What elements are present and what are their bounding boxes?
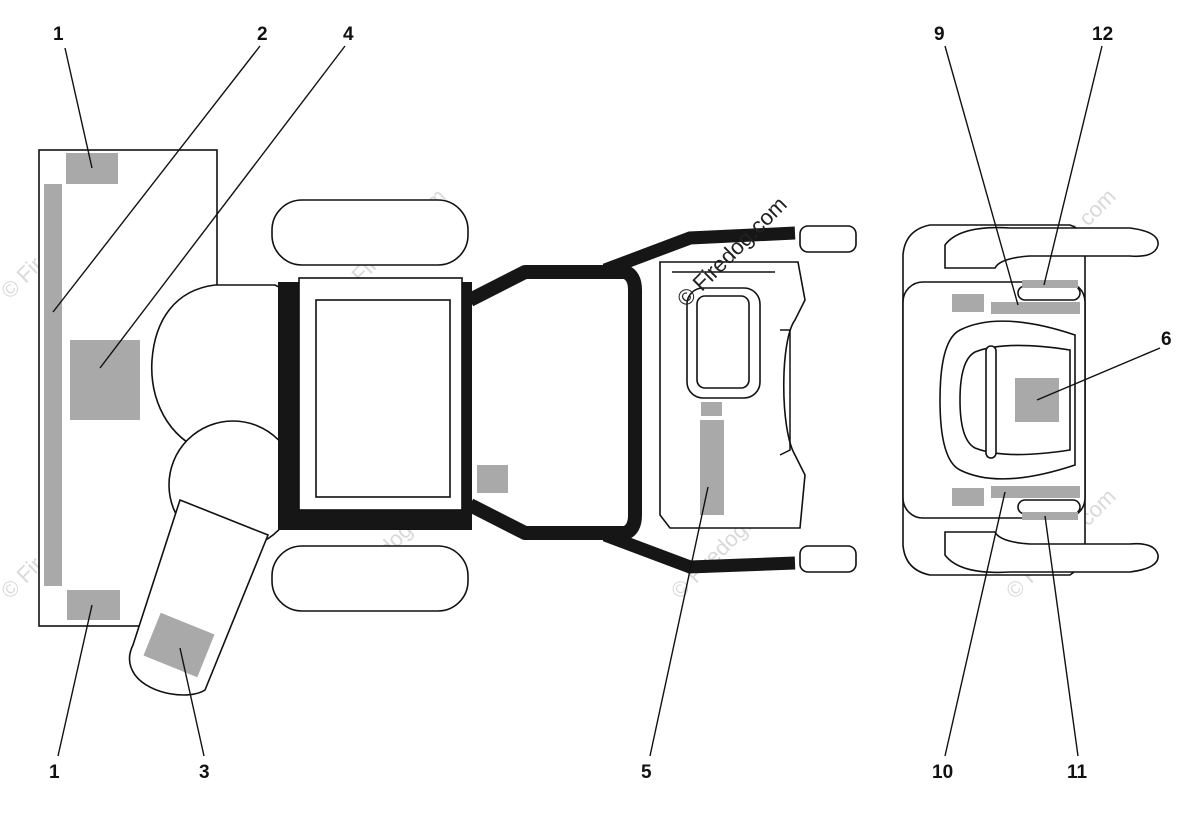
decal-9 [991,302,1080,314]
callout-labels: 1 2 4 1 3 5 9 12 6 10 11 [49,24,1172,783]
callout-3: 3 [199,762,210,783]
lower-handle [944,531,1159,574]
decal-2-strip [44,184,62,586]
decal-lower-left [952,488,984,506]
decal-5 [700,420,724,515]
decal-4 [70,340,140,420]
upper-bail-lever [1017,285,1081,301]
left-wheel [271,199,469,266]
callout-12: 12 [1092,24,1113,45]
decal-1-top [66,153,118,184]
callout-11: 11 [1067,762,1088,783]
decal-engine [477,465,508,493]
snow-thrower-top-view [38,149,857,696]
callout-5: 5 [641,762,652,783]
callout-1-bottom: 1 [49,762,60,783]
leader-1-top [64,47,93,169]
upper-handle [944,226,1159,269]
leader-1-bottom [57,604,93,757]
leader-11 [1044,515,1079,757]
leader-3 [179,647,205,757]
decal-1-bottom [67,590,120,620]
leader-4 [99,45,346,369]
control-panel-rear-view [902,224,1159,576]
panel-curve [779,329,791,456]
left-handle-grip [799,225,857,253]
engine-top-panel [315,299,451,498]
decal-upper-left [952,294,984,312]
callout-2: 2 [257,24,268,45]
decal-3-chute [143,612,215,678]
leader-2 [52,45,261,313]
decal-5-small [701,402,722,416]
leader-10 [944,491,1006,757]
leader-5 [649,486,709,757]
fuel-cap [696,295,750,389]
decal-11 [1022,512,1078,520]
callout-6: 6 [1161,329,1172,350]
slot [985,345,997,459]
callout-1-top: 1 [53,24,64,45]
callout-4: 4 [343,24,354,45]
handle-frame [466,265,642,540]
handle-upper-arm [602,226,796,277]
leader-lines [52,45,1161,757]
leader-9 [944,45,1019,306]
right-wheel [271,545,469,612]
decal-10 [991,486,1080,498]
lower-bail-lever [1017,499,1081,515]
leader-12 [1043,45,1103,286]
callout-9: 9 [934,24,945,45]
callout-10: 10 [932,762,953,783]
handle-lower-arm [602,528,796,574]
decal-12 [1022,280,1078,288]
leader-6 [1036,347,1161,401]
right-handle-grip [799,545,857,573]
